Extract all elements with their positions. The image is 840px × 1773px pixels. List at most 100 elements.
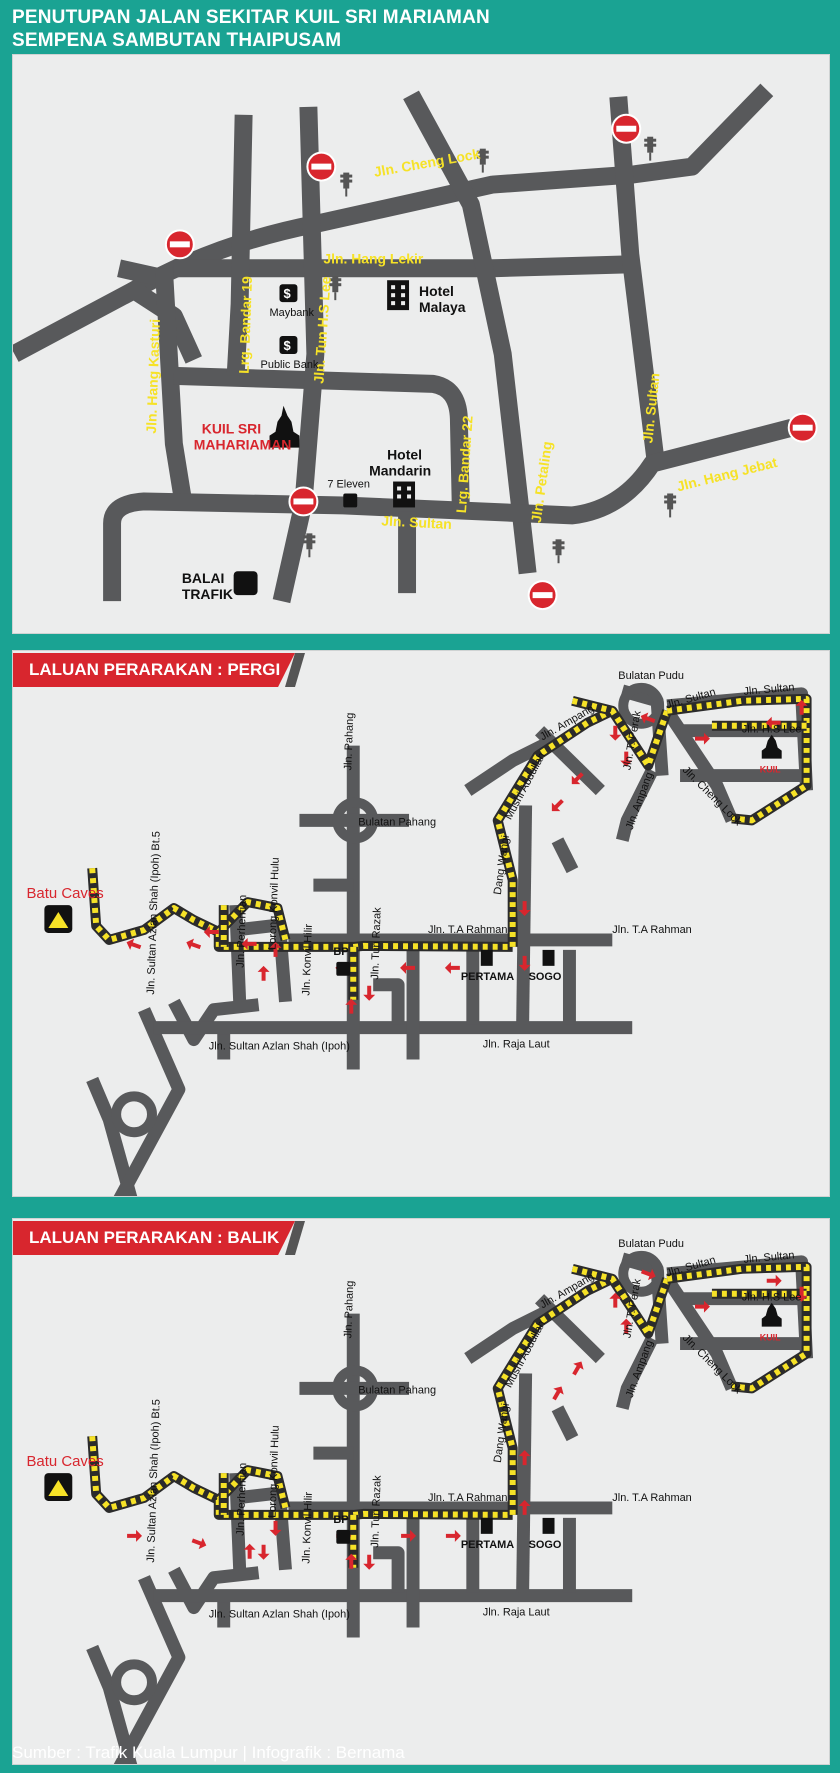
route-pergi-title: LALUAN PERARAKAN : PERGI [29,660,281,679]
balai-trafik-marker: BALAI TRAFIK [182,570,258,602]
label-raja-laut: Jln. Raja Laut [483,1039,550,1051]
direction-arrow-icon [640,712,656,724]
route-segment-base [492,1274,615,1515]
traffic-light-icon [476,148,489,173]
seven-eleven-marker: 7 Eleven [327,479,370,508]
route-segment-dash [571,1265,670,1337]
petrol-station-icon [336,1529,351,1544]
traffic-lights [303,136,677,564]
label-bulatan-pahang: Bulatan Pahang [358,816,436,828]
road [229,904,247,1002]
direction-arrow-icon [257,965,270,981]
label-batu-caves: Batu Caves [26,1453,103,1470]
route-segment-dash [216,1467,289,1509]
label-sultan-2: Jln. Sultan [743,1249,795,1265]
closure-sign [288,486,319,517]
direction-arrow-icon [620,1318,633,1334]
direction-arrow-icon [241,937,257,950]
label-perhentian: Jln. Perhentian [235,895,250,968]
direction-arrow-icon [257,1544,270,1560]
direction-arrow-icon [126,938,142,950]
road-lrg-bandar-19 [226,114,253,377]
road-petaling [403,90,537,575]
direction-arrow-icon [444,961,460,974]
label-jln-sultan-vertical: Jln. Sultan [639,372,662,444]
direction-arrow-icon [640,1268,656,1281]
batu-caves-icon [44,1473,73,1501]
svg-text:TRAFIK: TRAFIK [182,586,233,602]
label-bulatan-pudu: Bulatan Pudu [618,1238,684,1250]
maybank-marker: $ Maybank [270,284,315,319]
batu-caves-icon [44,905,73,933]
label-ta-rahman-2: Jln. T.A Rahman [612,924,691,936]
svg-text:Maybank: Maybank [270,307,315,319]
label-azlan-h: Jln. Sultan Azlan Shah (Ipoh) [209,1609,350,1621]
infographic-title: PENUTUPAN JALAN SEKITAR KUIL SRI MARIAMA… [12,6,490,52]
label-konvil-hulu: Lorong Konvil Hulu [267,857,282,950]
svg-text:7 Eleven: 7 Eleven [327,479,370,491]
label-hs-lee: Jln. H.S Lee [742,1292,802,1304]
label-kuil: KUIL [760,1333,781,1343]
bank-icon [279,284,298,303]
direction-arrow-icon [620,751,633,767]
route-segment-dash [571,697,670,769]
label-bp: BP [333,946,348,958]
direction-arrow-icon [400,961,416,974]
label-bulatan-pudu: Bulatan Pudu [618,670,684,682]
police-station-icon [233,571,258,596]
traffic-light-icon [329,276,342,301]
label-lrg-bandar-19: Lrg. Bandar 19 [236,276,255,374]
route-balik-title: LALUAN PERARAKAN : BALIK [29,1228,280,1247]
direction-arrow-icon [795,699,808,715]
direction-arrow-icon [766,1274,782,1287]
procession-route [87,693,812,1000]
label-konvil-hulu: Lorong Konvil Hulu [267,1425,282,1518]
temple-icon [269,405,300,448]
direction-arrow-icon [518,955,531,971]
label-batu-caves: Batu Caves [26,885,103,902]
road [464,734,556,796]
direction-arrow-icon [551,799,564,812]
direction-arrow-icon [345,1553,358,1569]
direction-arrows [126,699,808,1014]
traffic-light-icon [552,539,565,564]
road [229,1472,247,1570]
direction-arrow-icon [572,1361,584,1376]
building-icon [542,1517,555,1534]
building-icon [480,949,493,966]
label-ampang-2: Jln. Ampang [624,1339,656,1400]
label-pertama: PERTAMA [461,1539,514,1551]
roundabout [332,1365,379,1412]
label-pahang: Jln. Pahang [342,1281,356,1339]
traffic-light-icon [303,533,316,558]
traffic-light-icon [340,172,353,197]
direction-arrow-icon [191,1537,207,1550]
road [615,1335,658,1410]
direction-arrow-icon [445,1529,461,1542]
roundabout [111,1659,157,1706]
traffic-light-icon [664,493,677,518]
roundabout [332,797,379,844]
direction-arrow-icon [269,941,282,957]
label-tun-razak: Jln. Tun Razak [369,1475,384,1548]
direction-arrow-icon [243,1543,256,1559]
road [464,1302,556,1364]
route-segment-dash [216,899,289,941]
road-closure-map-svg: Jln. Cheng Lock Jln. Hang Lekir Jln. Han… [13,83,818,611]
direction-arrow-icon [203,925,219,938]
road [373,978,405,1025]
road-closures [164,113,818,611]
label-azlan-v: Jln. Sultan Azlan Shah (Ipoh) Bt.5 [145,1399,163,1563]
road-network [86,684,814,1196]
route-segment-dash [666,695,810,824]
route-segment-dash [89,1435,221,1511]
building-icon [480,1517,493,1534]
label-jln-sultan-horizontal: Jln. Sultan [381,512,452,532]
label-pahang: Jln. Pahang [342,713,356,771]
direction-arrow-icon [186,938,202,950]
title-line-2: SEMPENA SAMBUTAN THAIPUSAM [12,30,342,51]
title-line-1: PENUTUPAN JALAN SEKITAR KUIL SRI MARIAMA… [12,7,490,28]
